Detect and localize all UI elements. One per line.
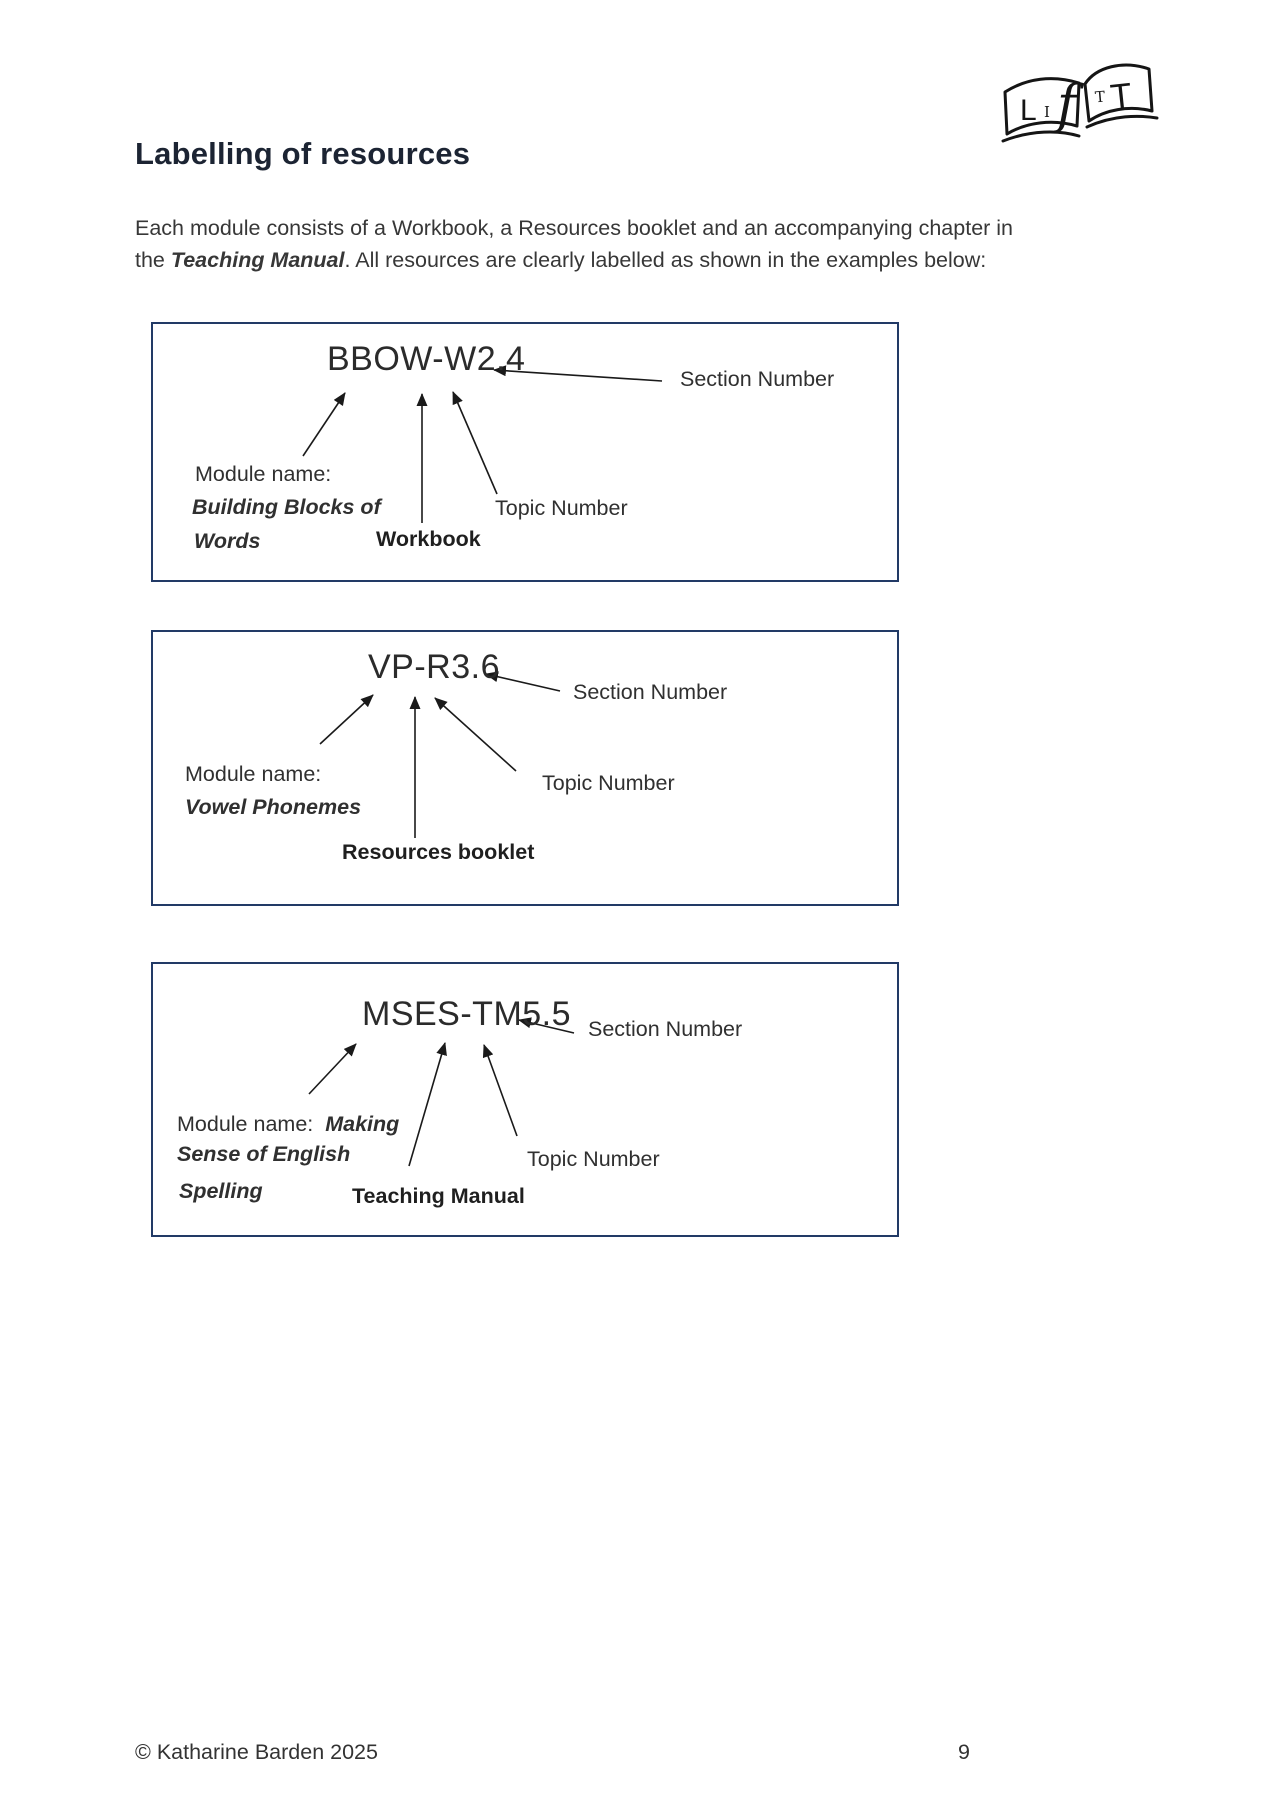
topic-number-arrow <box>452 391 498 495</box>
topic-number-label: Topic Number <box>527 1147 660 1171</box>
teaching-manual-arrow <box>408 1042 447 1167</box>
intro-line-2: the Teaching Manual. All resources are c… <box>135 244 1165 276</box>
module-name-arrow <box>308 1043 357 1095</box>
copyright-notice: © Katharine Barden 2025 <box>135 1740 378 1764</box>
module-name-arrow <box>319 694 374 745</box>
example-box-resources-booklet: VP-R3.6 Section Number Module name: Vowe… <box>151 630 899 906</box>
logo-left-swoosh <box>1001 130 1081 143</box>
logo-letter-t-small: T <box>1094 88 1106 107</box>
logo-left-page <box>1003 77 1081 136</box>
intro-line1-text: Each module consists of a Workbook, a Re… <box>135 216 1014 240</box>
intro-line-1: Each module consists of a Workbook, a Re… <box>135 212 1165 244</box>
intro-line2-prefix: the <box>135 248 171 272</box>
module-name-line1: Module name: Making <box>177 1112 399 1137</box>
module-name-value-inline: Making <box>325 1112 400 1136</box>
resource-type-label: Teaching Manual <box>352 1184 525 1208</box>
topic-number-arrow <box>482 1044 518 1137</box>
section-number-label: Section Number <box>588 1017 743 1041</box>
logo-letter-T-large: T <box>1108 76 1133 117</box>
module-name-label: Module name: <box>195 462 332 486</box>
example-box-teaching-manual: MSES-TM5.5 Section Number Module name: M… <box>151 962 899 1237</box>
logo-right-swoosh <box>1085 114 1159 129</box>
example-box-workbook: BBOW-W2.4 Section Number Module name: Bu… <box>151 322 899 582</box>
liftt-book-logo: L I f T T <box>1001 63 1159 143</box>
resource-type-label: Resources booklet <box>342 840 535 864</box>
module-name-value-line2: Sense of English <box>177 1142 351 1166</box>
section-number-label: Section Number <box>573 680 728 704</box>
resource-code: MSES-TM5.5 <box>362 995 572 1033</box>
page-number: 9 <box>958 1740 970 1764</box>
resource-code: BBOW-W2.4 <box>327 340 526 378</box>
intro-paragraph: Each module consists of a Workbook, a Re… <box>135 212 1165 276</box>
section-number-label: Section Number <box>680 367 835 391</box>
topic-number-arrow <box>434 697 517 772</box>
module-name-value-line3: Spelling <box>179 1179 263 1203</box>
intro-line2-suffix: . All resources are clearly labelled as … <box>344 248 987 272</box>
page-title: Labelling of resources <box>135 136 471 171</box>
module-name-arrow <box>302 392 346 457</box>
topic-number-label: Topic Number <box>542 771 675 795</box>
logo-right-page <box>1083 63 1154 123</box>
module-name-value-line1: Vowel Phonemes <box>185 795 362 819</box>
logo-letter-I: I <box>1044 103 1050 121</box>
module-name-value-line1: Building Blocks of <box>192 495 381 519</box>
module-name-label: Module name: <box>185 762 322 786</box>
resource-type-label: Workbook <box>376 527 481 551</box>
intro-teaching-manual-emphasis: Teaching Manual <box>170 248 345 272</box>
module-name-label: Module name: <box>177 1112 314 1136</box>
module-name-value-line2: Words <box>194 529 261 553</box>
resource-code: VP-R3.6 <box>368 648 500 686</box>
topic-number-label: Topic Number <box>495 496 628 520</box>
logo-letter-L: L <box>1020 94 1037 127</box>
